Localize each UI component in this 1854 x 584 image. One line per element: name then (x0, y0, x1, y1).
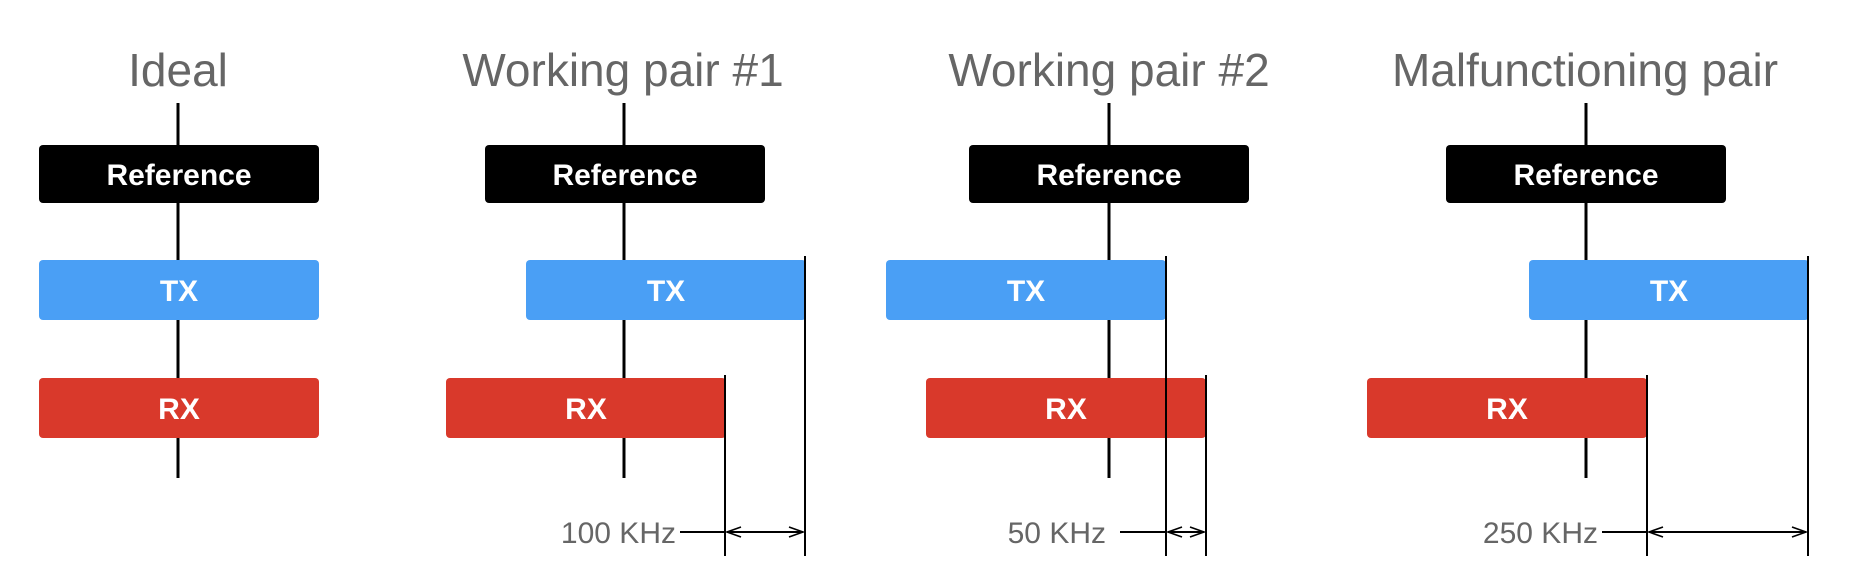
rx-bar (1367, 378, 1647, 438)
rx-bar (446, 378, 726, 438)
offset-label: 50 KHz (1008, 517, 1106, 550)
rx-label: RX (158, 393, 200, 426)
offset-label: 100 KHz (561, 517, 676, 550)
reference-label: Reference (106, 159, 251, 192)
reference-label: Reference (1513, 159, 1658, 192)
tx-label: TX (160, 275, 198, 308)
offset-label: 250 KHz (1483, 517, 1598, 550)
rx-bar (926, 378, 1206, 438)
tx-label: TX (1007, 275, 1045, 308)
panel-title: Working pair #1 (462, 44, 783, 96)
reference-bar (1446, 145, 1726, 203)
reference-bar (485, 145, 765, 203)
tx-label: TX (647, 275, 685, 308)
panel-title: Ideal (128, 44, 228, 96)
rx-bar (39, 378, 319, 438)
reference-bar (969, 145, 1249, 203)
reference-bar (39, 145, 319, 203)
reference-label: Reference (1036, 159, 1181, 192)
reference-label: Reference (552, 159, 697, 192)
panel-ideal: Ideal Reference TX RX (39, 44, 319, 478)
rx-label: RX (565, 393, 607, 426)
tx-label: TX (1650, 275, 1688, 308)
panel-working-pair-1: Working pair #1 Reference TX RX 100 KHz (446, 44, 806, 556)
tx-bar (886, 260, 1166, 320)
tx-bar (526, 260, 806, 320)
panel-title: Malfunctioning pair (1392, 44, 1778, 96)
rx-label: RX (1486, 393, 1528, 426)
panel-title: Working pair #2 (948, 44, 1269, 96)
rx-label: RX (1045, 393, 1087, 426)
tx-bar (39, 260, 319, 320)
panel-malfunctioning-pair: Malfunctioning pair Reference TX RX 250 … (1367, 44, 1809, 556)
panel-working-pair-2: Working pair #2 Reference TX RX 50 KHz (886, 44, 1270, 556)
tx-bar (1529, 260, 1809, 320)
